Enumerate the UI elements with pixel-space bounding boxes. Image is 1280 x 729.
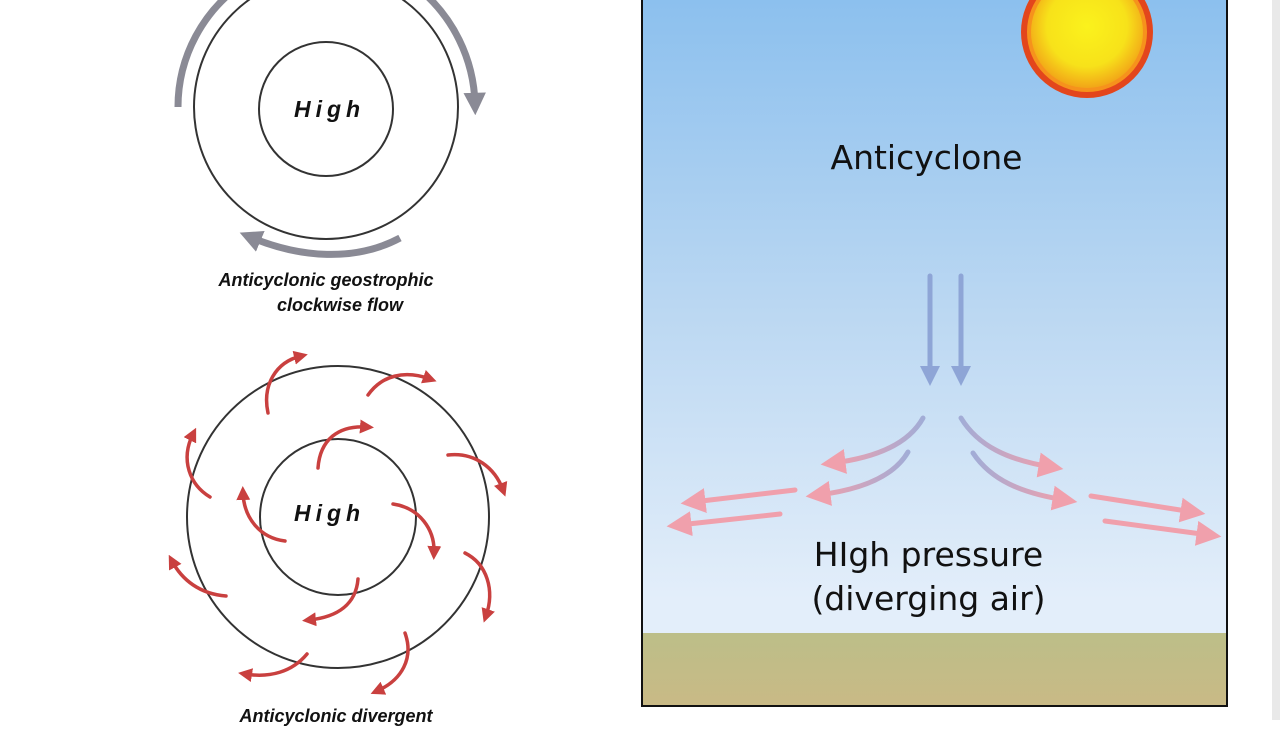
top-caption-line2: clockwise flow	[276, 295, 404, 315]
outer-isobar	[193, 0, 459, 240]
ground-strip	[643, 633, 1226, 705]
flow-arrow-right	[426, 0, 486, 116]
divergent-diagram	[168, 350, 508, 695]
divergent-arrow	[302, 577, 360, 627]
diverging-arrow	[958, 415, 1064, 478]
diverging-arrow	[1088, 493, 1206, 523]
divergent-arrow	[366, 370, 437, 397]
divergent-arrow	[238, 652, 309, 683]
divergent-arrow	[264, 350, 308, 415]
pressure-label: HIgh pressure (diverging air)	[643, 533, 1220, 621]
outer-isobar	[186, 365, 490, 669]
diverging-arrow	[970, 450, 1078, 511]
anticyclone-title: Anticyclone	[830, 138, 1023, 177]
inner-isobar	[258, 41, 394, 177]
sun-icon	[1021, 0, 1153, 98]
diverging-arrow	[1102, 518, 1222, 546]
pressure-label-line2: (diverging air)	[811, 579, 1046, 618]
pressure-label-line1: HIgh pressure	[813, 535, 1044, 574]
bottom-caption: Anticyclonic divergent	[186, 704, 486, 729]
divergent-arrow	[391, 502, 442, 560]
flow-arrow-left	[174, 0, 228, 108]
divergent-arrow	[316, 419, 374, 470]
divergent-arrow	[463, 551, 495, 623]
divergent-arrow	[183, 427, 212, 499]
right-edge-strip	[1272, 0, 1280, 720]
airflow-arrows	[666, 273, 1222, 546]
diverging-arrow	[805, 449, 911, 506]
top-caption-line1: Anticyclonic geostrophic	[218, 270, 434, 290]
inner-isobar	[259, 438, 417, 596]
top-caption: Anticyclonic geostrophic clockwise flow	[176, 268, 476, 318]
flow-arrow-bottom	[239, 231, 402, 258]
diverging-arrow	[820, 415, 926, 474]
diverging-arrow	[666, 511, 783, 537]
bottom-high-label: High	[294, 500, 366, 526]
diverging-arrow	[680, 487, 798, 513]
divergent-arrow	[446, 452, 508, 497]
bottom-caption-line1: Anticyclonic divergent	[239, 706, 433, 726]
geostrophic-diagram	[174, 0, 486, 258]
divergent-arrow	[370, 631, 410, 695]
top-high-label: High	[294, 96, 366, 122]
divergent-arrow	[236, 486, 287, 543]
divergent-arrow	[168, 554, 228, 598]
anticyclone-panel: Anticyclone	[641, 0, 1228, 707]
